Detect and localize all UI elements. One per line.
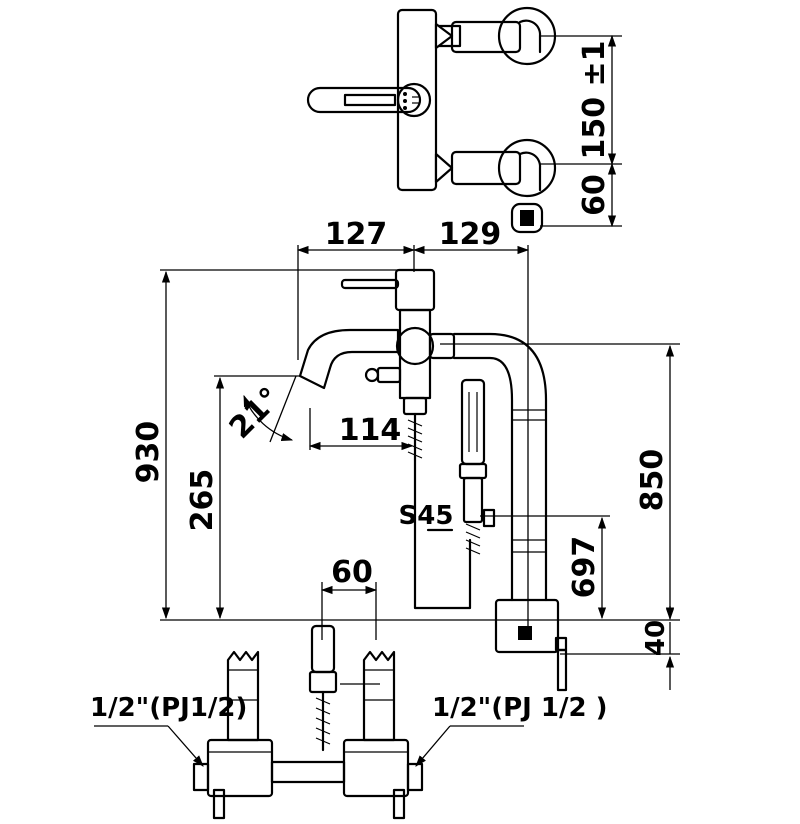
dim-114: 114: [339, 413, 402, 448]
diverter-knob: [376, 366, 402, 384]
label-inlet-left: 1/2"(PJ1/2): [90, 693, 247, 723]
hand-shower: [460, 378, 486, 466]
shower-hose: [413, 458, 472, 610]
angle-arc-21: [243, 394, 294, 441]
dim-40: 40: [641, 620, 671, 656]
dim-129: 129: [439, 217, 502, 252]
dim-127: 127: [325, 217, 388, 252]
inlet-bridge: [270, 760, 346, 784]
riser-tube: [452, 332, 548, 602]
label-s45: S45: [399, 501, 454, 531]
dim-265: 265: [185, 469, 220, 532]
top-view: 150 ±1 60: [306, 6, 622, 234]
angle-21deg: 21°: [223, 381, 288, 446]
front-view: 127 129 930 265 21° 114 850 697 40: [131, 217, 680, 692]
base-bolt: [556, 648, 568, 692]
top-lower-handle-circle: [497, 138, 557, 198]
dim-930: 930: [131, 421, 166, 484]
mixer-top: [394, 268, 436, 312]
inlet-view: 60 1/2"(PJ1/2) 1/2"(PJ 1/2 ): [90, 555, 608, 820]
dim-150: 150 ±1: [577, 40, 612, 159]
dim-60-bottom: 60: [331, 555, 373, 590]
right-riser: [362, 650, 396, 742]
lever-handle: [340, 278, 400, 290]
right-inlet-body: [342, 738, 410, 798]
label-inlet-right: 1/2"(PJ 1/2 ): [432, 693, 608, 723]
dim-697: 697: [567, 536, 602, 599]
spout: [298, 328, 400, 390]
top-shower-holder: [510, 202, 544, 234]
floor-base: [494, 598, 560, 654]
dim-850: 850: [635, 449, 670, 512]
top-lever: [306, 86, 422, 114]
mixer-body: [398, 308, 432, 400]
left-inlet-body: [206, 738, 274, 798]
dim-60-top: 60: [577, 174, 612, 216]
